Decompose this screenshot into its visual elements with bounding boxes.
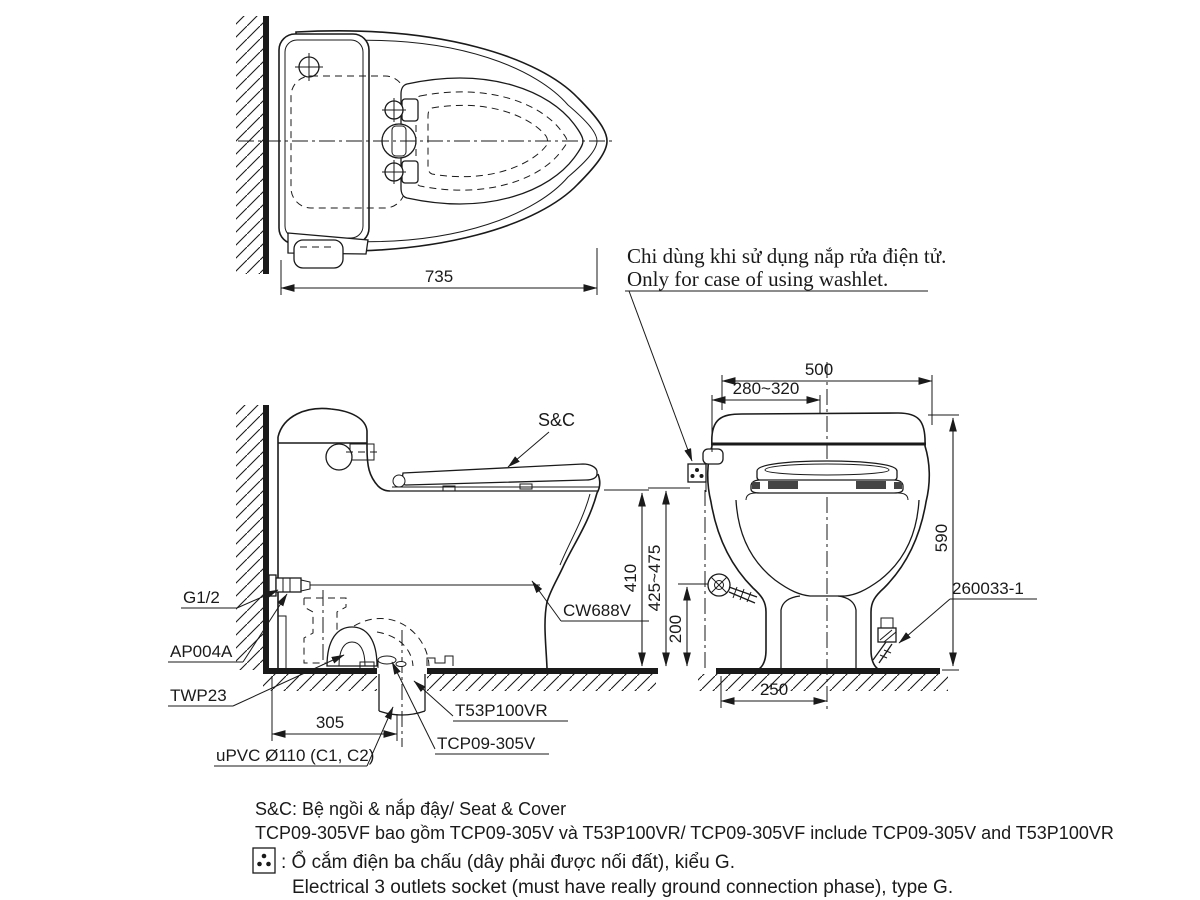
wall-line <box>263 16 269 274</box>
trap-assembly <box>303 590 430 668</box>
dim-425-475: 425~475 <box>645 487 690 667</box>
dim-label-425-475: 425~475 <box>645 545 664 612</box>
dim-label-200: 200 <box>666 615 685 643</box>
connector-260033 <box>872 617 897 664</box>
dim-500: 500 <box>721 360 933 425</box>
label-260033-1: 260033-1 <box>952 579 1024 598</box>
dim-label-500: 500 <box>805 360 833 379</box>
legend-line4: Electrical 3 outlets socket (must have r… <box>292 877 953 898</box>
dim-735: 735 <box>280 248 598 295</box>
label-connector-group: 260033-1 <box>898 579 1037 644</box>
dim-200: 200 <box>666 583 714 667</box>
shutoff-valve <box>707 573 758 604</box>
label-ap004a: AP004A <box>170 642 233 661</box>
label-upvc: uPVC Ø110 (C1, C2) <box>216 746 374 765</box>
dim-label-250: 250 <box>760 680 788 699</box>
toilet-front-profile <box>702 412 931 670</box>
washlet-note: Chi dùng khi sử dụng nắp rửa điện tử. On… <box>625 244 946 462</box>
side-view: S&C CW688V G1/2 AP004A TWP23 T53P100VR T… <box>168 405 658 767</box>
dim-label-280-320: 280~320 <box>733 379 800 398</box>
dim-280-320: 280~320 <box>711 379 821 452</box>
dim-590: 590 <box>928 414 959 671</box>
dim-label-410: 410 <box>621 564 640 592</box>
legend-outlet-icon <box>252 847 276 874</box>
side-view-labels: S&C CW688V G1/2 AP004A TWP23 T53P100VR T… <box>168 410 649 767</box>
label-tcp09-305v: TCP09-305V <box>437 734 536 753</box>
front-view: 500 280~320 590 250 260033-1 <box>687 360 1037 712</box>
label-g12: G1/2 <box>183 588 220 607</box>
wall-line-side <box>263 405 269 672</box>
dim-label-305: 305 <box>316 713 344 732</box>
wall-hatching <box>236 16 263 274</box>
dim-410: 410 <box>604 489 649 667</box>
legend-line3: : Ổ cắm điện ba chấu (dây phải được nối … <box>281 851 735 873</box>
label-twp23: TWP23 <box>170 686 227 705</box>
label-t53p100vr: T53P100VR <box>455 701 548 720</box>
toilet-side-profile <box>277 407 601 669</box>
note-line-vi: Chi dùng khi sử dụng nắp rửa điện tử. <box>627 244 946 268</box>
wall-hatching-side <box>236 405 263 670</box>
seat-hinges <box>381 98 419 184</box>
top-view: 735 <box>236 16 615 295</box>
note-line-en: Only for case of using washlet. <box>627 267 888 291</box>
supply-fitting <box>268 574 540 597</box>
dim-305: 305 <box>271 676 398 741</box>
dim-label-590: 590 <box>932 524 951 552</box>
legend-line1: S&C: Bệ ngồi & nắp đậy/ Seat & Cover <box>255 798 566 819</box>
label-seat-cover: S&C <box>538 410 575 430</box>
wall-height-dims: 425~475 200 <box>645 487 714 667</box>
flush-button-top <box>295 53 323 81</box>
legend: S&C: Bệ ngồi & nắp đậy/ Seat & Cover TCP… <box>252 798 1114 898</box>
outlet-icon <box>687 463 707 492</box>
legend-line2: TCP09-305VF bao gồm TCP09-305V và T53P10… <box>255 823 1114 843</box>
label-model-cw688v: CW688V <box>563 601 632 620</box>
dim-label-735: 735 <box>425 267 453 286</box>
dim-250: 250 <box>720 676 828 708</box>
